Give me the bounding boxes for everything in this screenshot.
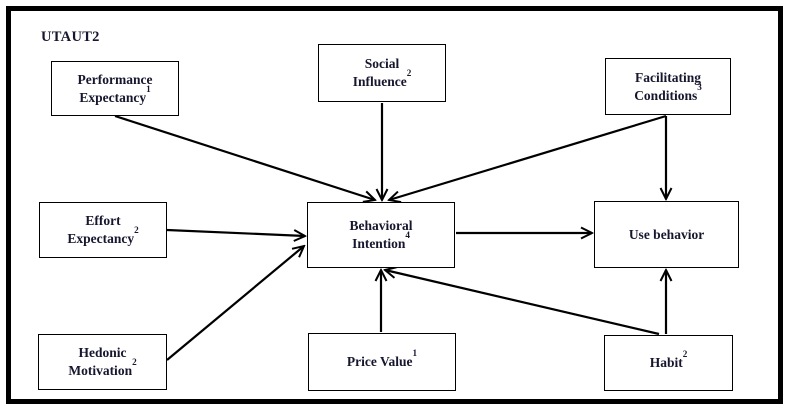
node-label-superscript: 3 <box>697 81 702 92</box>
diagram-title: UTAUT2 <box>41 29 100 45</box>
node-label-text: Influence <box>352 74 407 89</box>
node-label-text: Price Value <box>346 354 413 370</box>
node-label-line: Price Value1 <box>346 349 417 371</box>
node-label-text: Conditions <box>634 87 698 103</box>
node-label-superscript: 2 <box>682 349 688 360</box>
node-label-text: Hedonic <box>78 345 127 361</box>
node-facilitating-conditions: Facilitating Conditions3 <box>605 58 731 115</box>
node-social-influence: Social Influence2 <box>318 44 446 102</box>
node-label-line: Social <box>365 55 400 73</box>
node-label-line: Conditions3 <box>634 82 702 105</box>
node-label-line: Motivation2 <box>68 358 136 380</box>
node-label-superscript: 4 <box>405 230 410 241</box>
node-label-line: Performance <box>78 71 153 89</box>
node-label-line: Expectancy2 <box>67 226 138 248</box>
node-label-superscript: 1 <box>146 83 151 94</box>
node-use-behavior: Use behavior <box>594 201 739 268</box>
node-label-line: Expectancy1 <box>79 84 150 107</box>
node-label-line: Behavioral <box>350 217 413 235</box>
node-label-text: Motivation <box>68 363 133 378</box>
node-label-text: Intention <box>352 236 406 251</box>
node-label-text: Facilitating <box>635 69 701 85</box>
node-label-superscript: 2 <box>132 357 137 368</box>
node-hedonic-motivation: Hedonic Motivation2 <box>38 334 167 390</box>
node-label-line: Habit2 <box>649 350 688 372</box>
node-label-line: Hedonic <box>78 344 126 362</box>
node-label-superscript: 2 <box>134 225 139 236</box>
node-label-line: Intention4 <box>352 231 410 253</box>
node-performance-expectancy: Performance Expectancy1 <box>51 61 179 116</box>
node-effort-expectancy: Effort Expectancy2 <box>39 202 167 258</box>
node-price-value: Price Value1 <box>308 333 456 391</box>
node-label-line: Use behavior <box>629 226 704 244</box>
node-label-text: Performance <box>77 71 153 87</box>
node-label-text: Expectancy <box>79 89 147 105</box>
node-label-text: Expectancy <box>67 231 135 246</box>
node-label-text: Social <box>364 56 400 72</box>
node-habit: Habit2 <box>604 335 733 391</box>
node-label-line: Influence2 <box>352 69 412 91</box>
node-label-superscript: 2 <box>406 68 412 79</box>
node-label-line: Facilitating <box>635 69 701 87</box>
node-label-text: Effort <box>85 213 121 229</box>
node-label-text: Use behavior <box>628 226 705 242</box>
node-label-line: Effort <box>85 212 120 230</box>
node-behavioral-intention: Behavioral Intention4 <box>307 202 455 268</box>
node-label-text: Habit <box>649 355 683 371</box>
node-label-superscript: 1 <box>412 348 418 359</box>
node-label-text: Behavioral <box>349 218 413 234</box>
